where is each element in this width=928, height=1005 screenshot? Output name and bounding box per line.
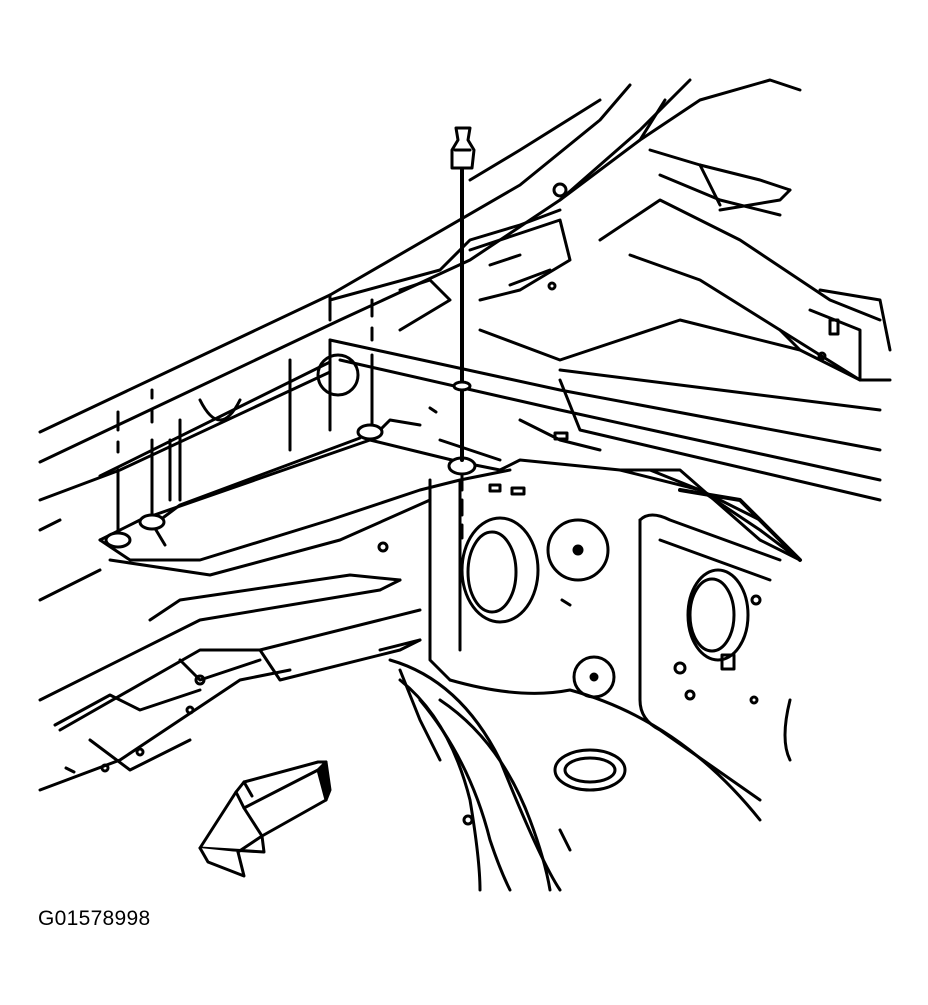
forward-arrow-icon (198, 760, 332, 878)
bolts (116, 126, 476, 540)
upper-rail (38, 83, 667, 532)
upper-bracket (328, 182, 572, 332)
right-inner-panel (618, 468, 802, 802)
wheelhouse (377, 458, 802, 892)
nut-center (356, 423, 384, 441)
figure-id-label: G01578998 (38, 907, 151, 930)
cowl-structure (558, 78, 892, 382)
lower-brace (98, 418, 512, 577)
lower-frame-rail (38, 568, 422, 792)
cross-member (328, 318, 882, 502)
nut-left-2 (138, 513, 166, 531)
nut-left-1 (104, 531, 132, 549)
fastener-nuts (104, 423, 477, 549)
left-apron (168, 338, 360, 502)
